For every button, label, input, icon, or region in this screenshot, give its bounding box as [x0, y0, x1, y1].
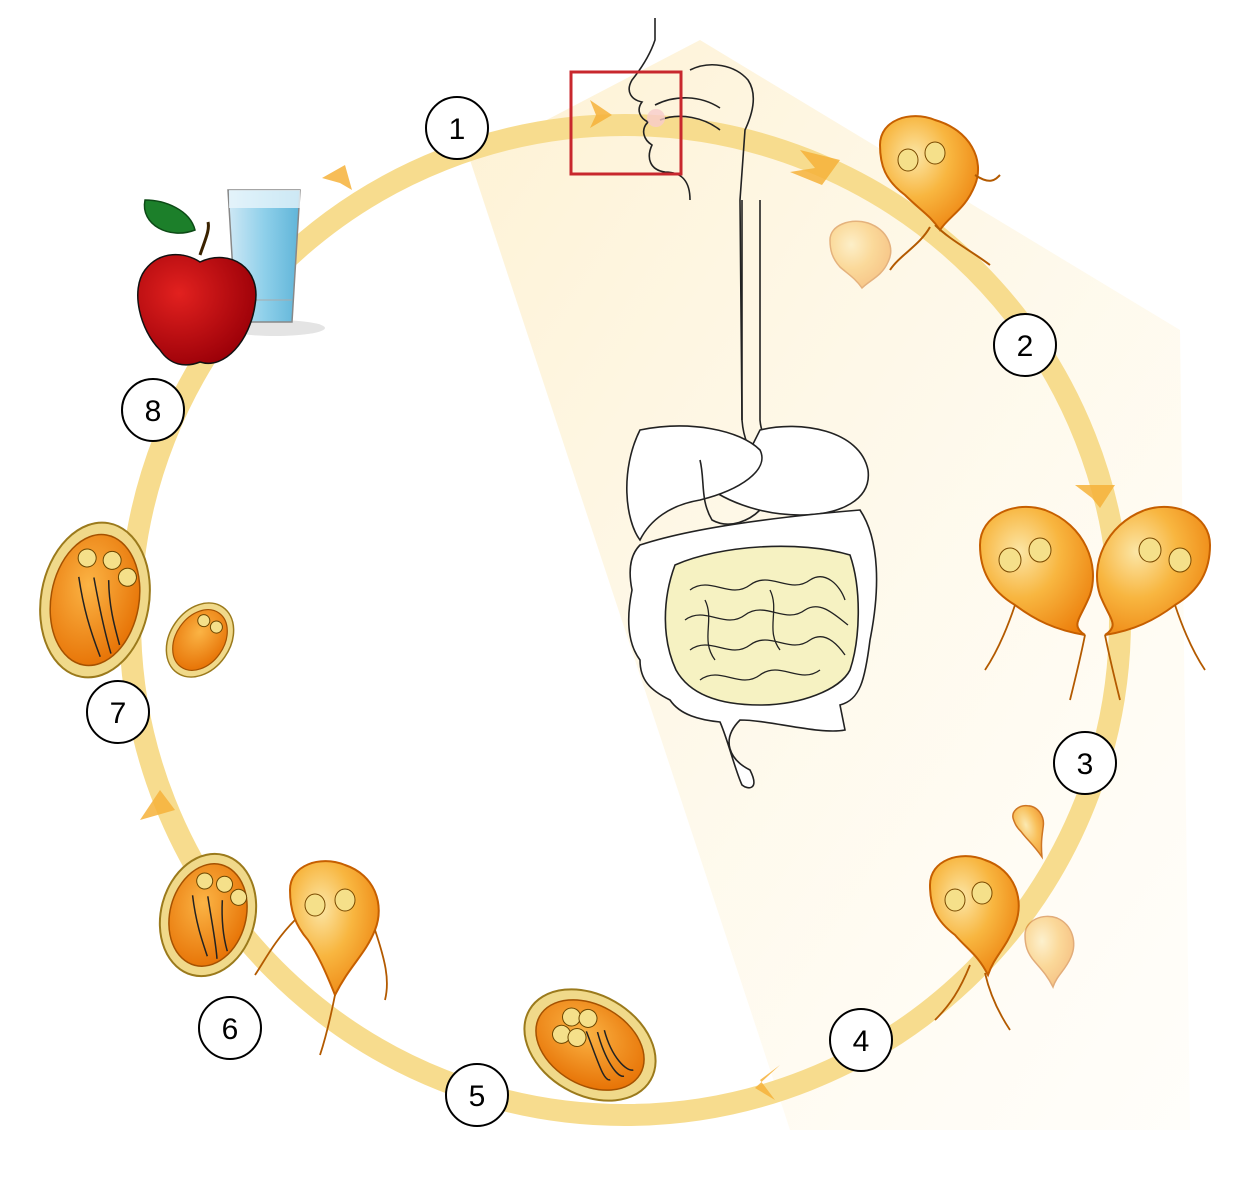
cycle-arrows: [140, 100, 1115, 1100]
apple-icon: [137, 199, 257, 366]
step-1: 1: [425, 96, 489, 160]
trophozoite-icon: [928, 855, 1020, 1031]
trophozoite-small-icon: [1012, 804, 1045, 860]
arrow-chevron-icon: [140, 790, 175, 820]
trophozoite-icon: [254, 860, 388, 1056]
step-1-label: 1: [449, 113, 466, 146]
arrow-chevron-icon: [590, 100, 612, 128]
arrow-chevron-icon: [790, 150, 840, 185]
step-5: 5: [445, 1063, 509, 1127]
mouth-entry-dot: [647, 109, 665, 127]
mouth-highlight-box: [569, 70, 683, 176]
step-2-label: 2: [1017, 330, 1034, 363]
arrow-chevron-icon: [322, 165, 352, 190]
step-7-label: 7: [110, 697, 127, 730]
step-4: 4: [829, 1008, 893, 1072]
dividing-trophozoites-icon: [978, 505, 1212, 701]
cyst-small-icon: [165, 602, 235, 678]
step-2: 2: [993, 313, 1057, 377]
step-5-label: 5: [469, 1080, 486, 1113]
arrow-chevron-icon: [1075, 485, 1115, 508]
cyst-icon: [158, 852, 258, 978]
step-6-label: 6: [222, 1013, 239, 1046]
step-3-label: 3: [1077, 748, 1094, 781]
trophozoite-faded-icon: [829, 220, 892, 290]
step-6: 6: [198, 996, 262, 1060]
step-4-label: 4: [853, 1025, 870, 1058]
trophozoite-faded-icon: [1024, 915, 1075, 989]
step-7: 7: [86, 680, 150, 744]
digestive-tract: [626, 200, 878, 789]
step-8: 8: [121, 378, 185, 442]
step-3: 3: [1053, 731, 1117, 795]
cyst-icon: [39, 521, 151, 679]
step-8-label: 8: [145, 395, 162, 428]
arrow-chevron-icon: [755, 1065, 780, 1100]
cyst-icon: [523, 988, 657, 1102]
trophozoite-icon: [878, 115, 1001, 271]
